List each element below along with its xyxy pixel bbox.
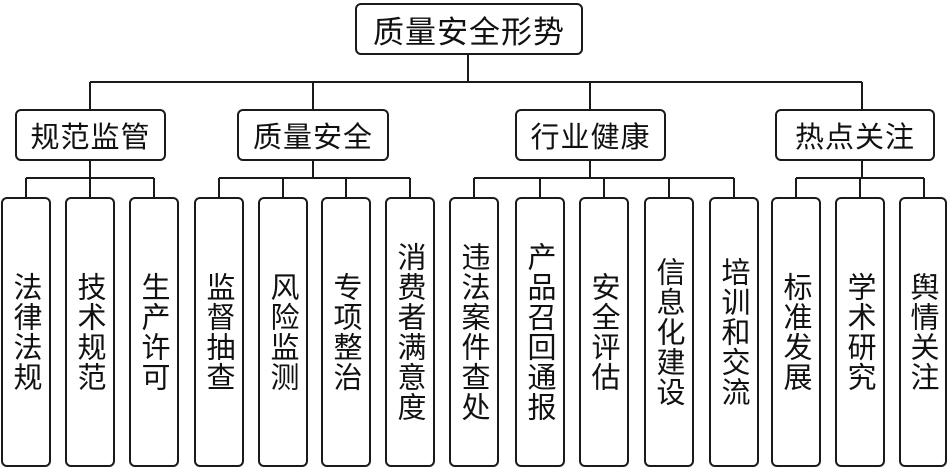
leaf-label: 监督抽查 <box>202 272 236 392</box>
category-label: 规范监管 <box>30 120 151 154</box>
leaf-label: 消费者满意度 <box>393 242 427 422</box>
leaf-node: 技术规范 <box>65 197 115 467</box>
root-node: 质量安全形势 <box>355 3 583 55</box>
leaf-node: 专项整治 <box>321 197 371 467</box>
leaf-label: 风险监测 <box>266 272 300 392</box>
leaf-node: 违法案件查处 <box>449 197 499 467</box>
leaf-label: 信息化建设 <box>652 257 686 407</box>
category-label: 行业健康 <box>530 120 651 154</box>
leaf-node: 标准发展 <box>771 197 821 467</box>
leaf-label: 培训和交流 <box>717 257 751 407</box>
leaf-node: 产品召回通报 <box>515 197 565 467</box>
leaf-label: 法律法规 <box>9 272 43 392</box>
leaf-label: 技术规范 <box>73 272 107 392</box>
leaf-node: 监督抽查 <box>194 197 244 467</box>
leaf-node: 法律法规 <box>1 197 51 467</box>
category-label: 热点关注 <box>794 120 915 154</box>
leaf-label: 标准发展 <box>779 272 813 392</box>
leaf-node: 消费者满意度 <box>385 197 435 467</box>
leaf-label: 安全评估 <box>587 272 621 392</box>
leaf-node: 信息化建设 <box>644 197 694 467</box>
leaf-label: 专项整治 <box>329 272 363 392</box>
leaf-node: 舆情关注 <box>899 197 947 467</box>
category-label: 质量安全 <box>252 120 373 154</box>
category-node-regulation: 规范监管 <box>15 109 166 161</box>
leaf-label: 生产许可 <box>137 272 171 392</box>
root-label: 质量安全形势 <box>373 14 565 51</box>
leaf-node: 风险监测 <box>258 197 308 467</box>
category-node-hot-topics: 热点关注 <box>775 109 935 161</box>
leaf-node: 培训和交流 <box>709 197 759 467</box>
leaf-label: 学术研究 <box>843 272 877 392</box>
leaf-node: 安全评估 <box>579 197 629 467</box>
category-node-industry-health: 行业健康 <box>515 109 666 161</box>
leaf-label: 产品召回通报 <box>523 242 557 422</box>
leaf-label: 违法案件查处 <box>457 242 491 422</box>
leaf-label: 舆情关注 <box>906 272 940 392</box>
category-node-quality-safety: 质量安全 <box>237 109 389 161</box>
leaf-node: 学术研究 <box>835 197 885 467</box>
leaf-node: 生产许可 <box>129 197 179 467</box>
